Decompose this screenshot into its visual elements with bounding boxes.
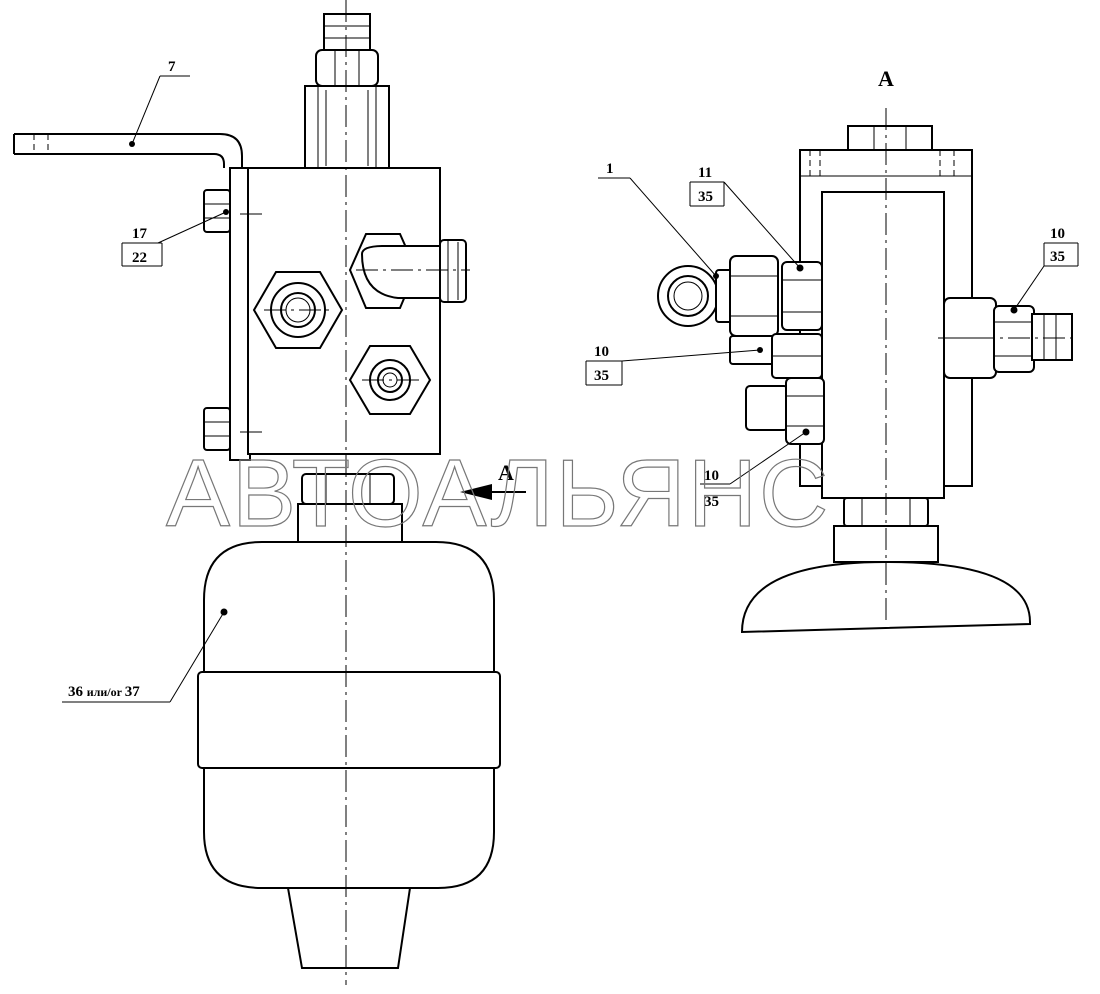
view-title: А (878, 66, 894, 91)
callout-10-right: 10 (1050, 226, 1065, 242)
callout-11-35: 35 (698, 189, 713, 205)
elbow-fitting (348, 233, 467, 309)
section-view-a: А (657, 66, 1076, 634)
main-view: А (13, 0, 526, 985)
callout-1: 1 (606, 161, 614, 177)
view-arrow: А (460, 460, 526, 500)
callout-10-right-35: 35 (1050, 249, 1065, 265)
bolt-top (203, 189, 231, 233)
callout-10-mid-35: 35 (594, 368, 609, 384)
neck-nut (297, 473, 403, 543)
accumulator (197, 541, 501, 969)
callout-22: 22 (132, 250, 147, 266)
callout-10-low-35: 35 (704, 494, 719, 510)
bolt-bottom (203, 407, 231, 451)
callout-11: 11 (698, 165, 712, 181)
callout-10-mid: 10 (594, 344, 609, 360)
top-fitting (304, 13, 390, 171)
watermark: АВТОАЛЬЯНС (166, 440, 830, 547)
callout-10-low: 10 (704, 468, 719, 484)
callout-17: 17 (132, 226, 148, 242)
callouts: 7 17 22 36 или/or 37 1 11 35 (62, 59, 1079, 703)
callout-36-37: 36 или/or 37 (68, 684, 140, 700)
fitting-1 (657, 265, 735, 327)
view-arrow-label: А (498, 460, 514, 485)
callout-7: 7 (168, 59, 176, 75)
